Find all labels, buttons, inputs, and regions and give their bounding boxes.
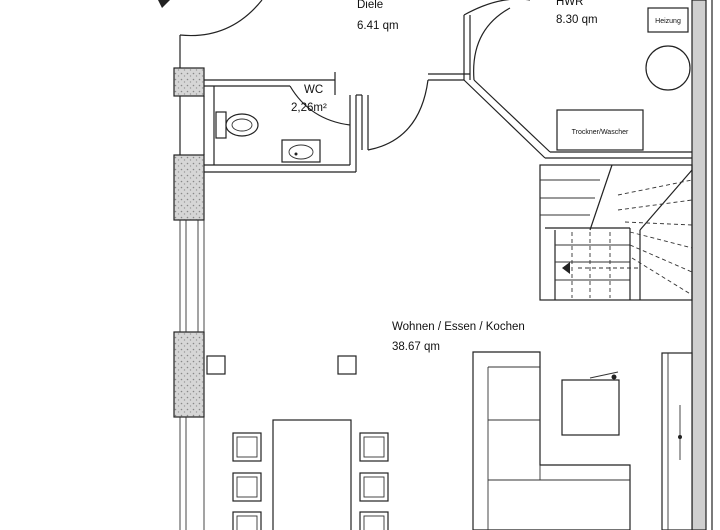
room-area-diele: 6.41 qm — [357, 20, 399, 32]
entry-arrow — [158, 0, 170, 8]
pillar-right — [337, 355, 357, 375]
room-area-hwr: 8.30 qm — [556, 14, 598, 26]
hwr-diagonal-outer — [463, 79, 546, 159]
heating-label: Heizung — [655, 18, 681, 25]
dining-table — [232, 419, 389, 530]
outer-walls — [173, 0, 713, 530]
hwr-door-arc — [473, 7, 511, 81]
wc-walls — [204, 72, 357, 173]
door-arc-top-left — [179, 0, 263, 37]
coffee-table — [561, 371, 620, 436]
wc-toilet — [215, 111, 259, 139]
hwr-diagonal-inner — [473, 79, 551, 153]
hwr-walls — [463, 7, 692, 159]
room-name-wc: WC — [304, 84, 323, 96]
room-name-wohnen: Wohnen / Essen / Kochen — [392, 321, 525, 333]
door-arc-hwr — [463, 0, 530, 16]
wall-segment-left-mid — [173, 331, 205, 418]
wall-right-outer — [691, 0, 707, 530]
wc-door-arc — [289, 85, 351, 126]
stair-direction-arrow — [562, 262, 570, 274]
washer-dryer-label: Trockner/Wascher — [572, 129, 629, 136]
room-area-wohnen: 38.67 qm — [392, 341, 440, 353]
sofa — [472, 351, 631, 530]
hall-walls — [356, 73, 470, 151]
water-tank — [645, 45, 691, 91]
sideboard — [661, 352, 693, 530]
wall-segment-left-wc — [173, 154, 205, 221]
heating-unit: Heizung — [647, 7, 689, 33]
washer-dryer: Trockner/Wascher — [556, 109, 644, 151]
room-name-diele: Diele — [357, 0, 383, 11]
room-name-hwr: HWR — [556, 0, 583, 8]
staircase — [539, 164, 693, 301]
pillar-left — [206, 355, 226, 375]
door-arc-diele — [367, 79, 429, 151]
room-area-wc: 2,26m² — [291, 102, 327, 114]
wc-sink — [281, 139, 321, 163]
wall-segment-left-top — [173, 67, 205, 97]
